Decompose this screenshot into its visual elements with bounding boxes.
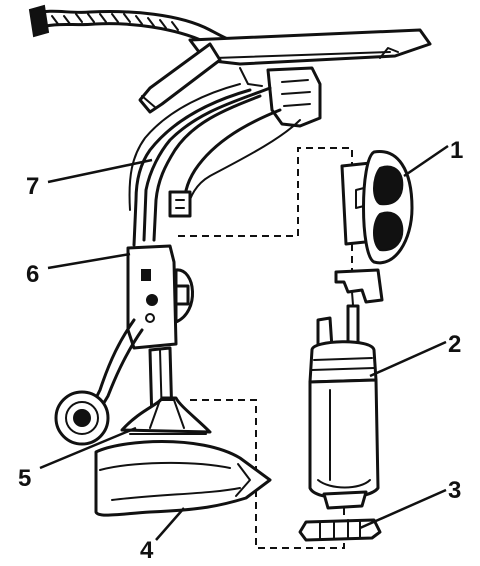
leader-3	[359, 488, 447, 530]
fuel-strainer	[298, 508, 382, 542]
leader-5	[39, 426, 137, 470]
wire-harness	[128, 83, 301, 247]
reservoir-guide-line	[190, 399, 345, 549]
callout-5: 5	[18, 465, 31, 492]
callout-3: 3	[448, 477, 461, 504]
fuel-filter-seal	[340, 150, 414, 272]
callout-2: 2	[448, 331, 461, 358]
connector-guide-line	[178, 147, 353, 237]
fuel-reservoir	[94, 440, 272, 517]
reservoir-support-post	[120, 346, 212, 435]
leader-1	[403, 144, 449, 178]
fuel-level-sender	[54, 244, 194, 446]
callout-4: 4	[140, 537, 154, 564]
callout-7: 7	[26, 173, 39, 200]
leader-7	[47, 158, 153, 184]
pump-bracket	[334, 268, 384, 348]
callout-leaders	[39, 144, 449, 541]
leader-4	[155, 507, 185, 541]
leader-2	[369, 340, 447, 378]
fuel-pump	[308, 316, 380, 510]
leader-6	[47, 252, 131, 270]
module-cover-flange	[28, 4, 432, 128]
callout-1: 1	[450, 137, 463, 164]
callout-6: 6	[26, 261, 39, 288]
